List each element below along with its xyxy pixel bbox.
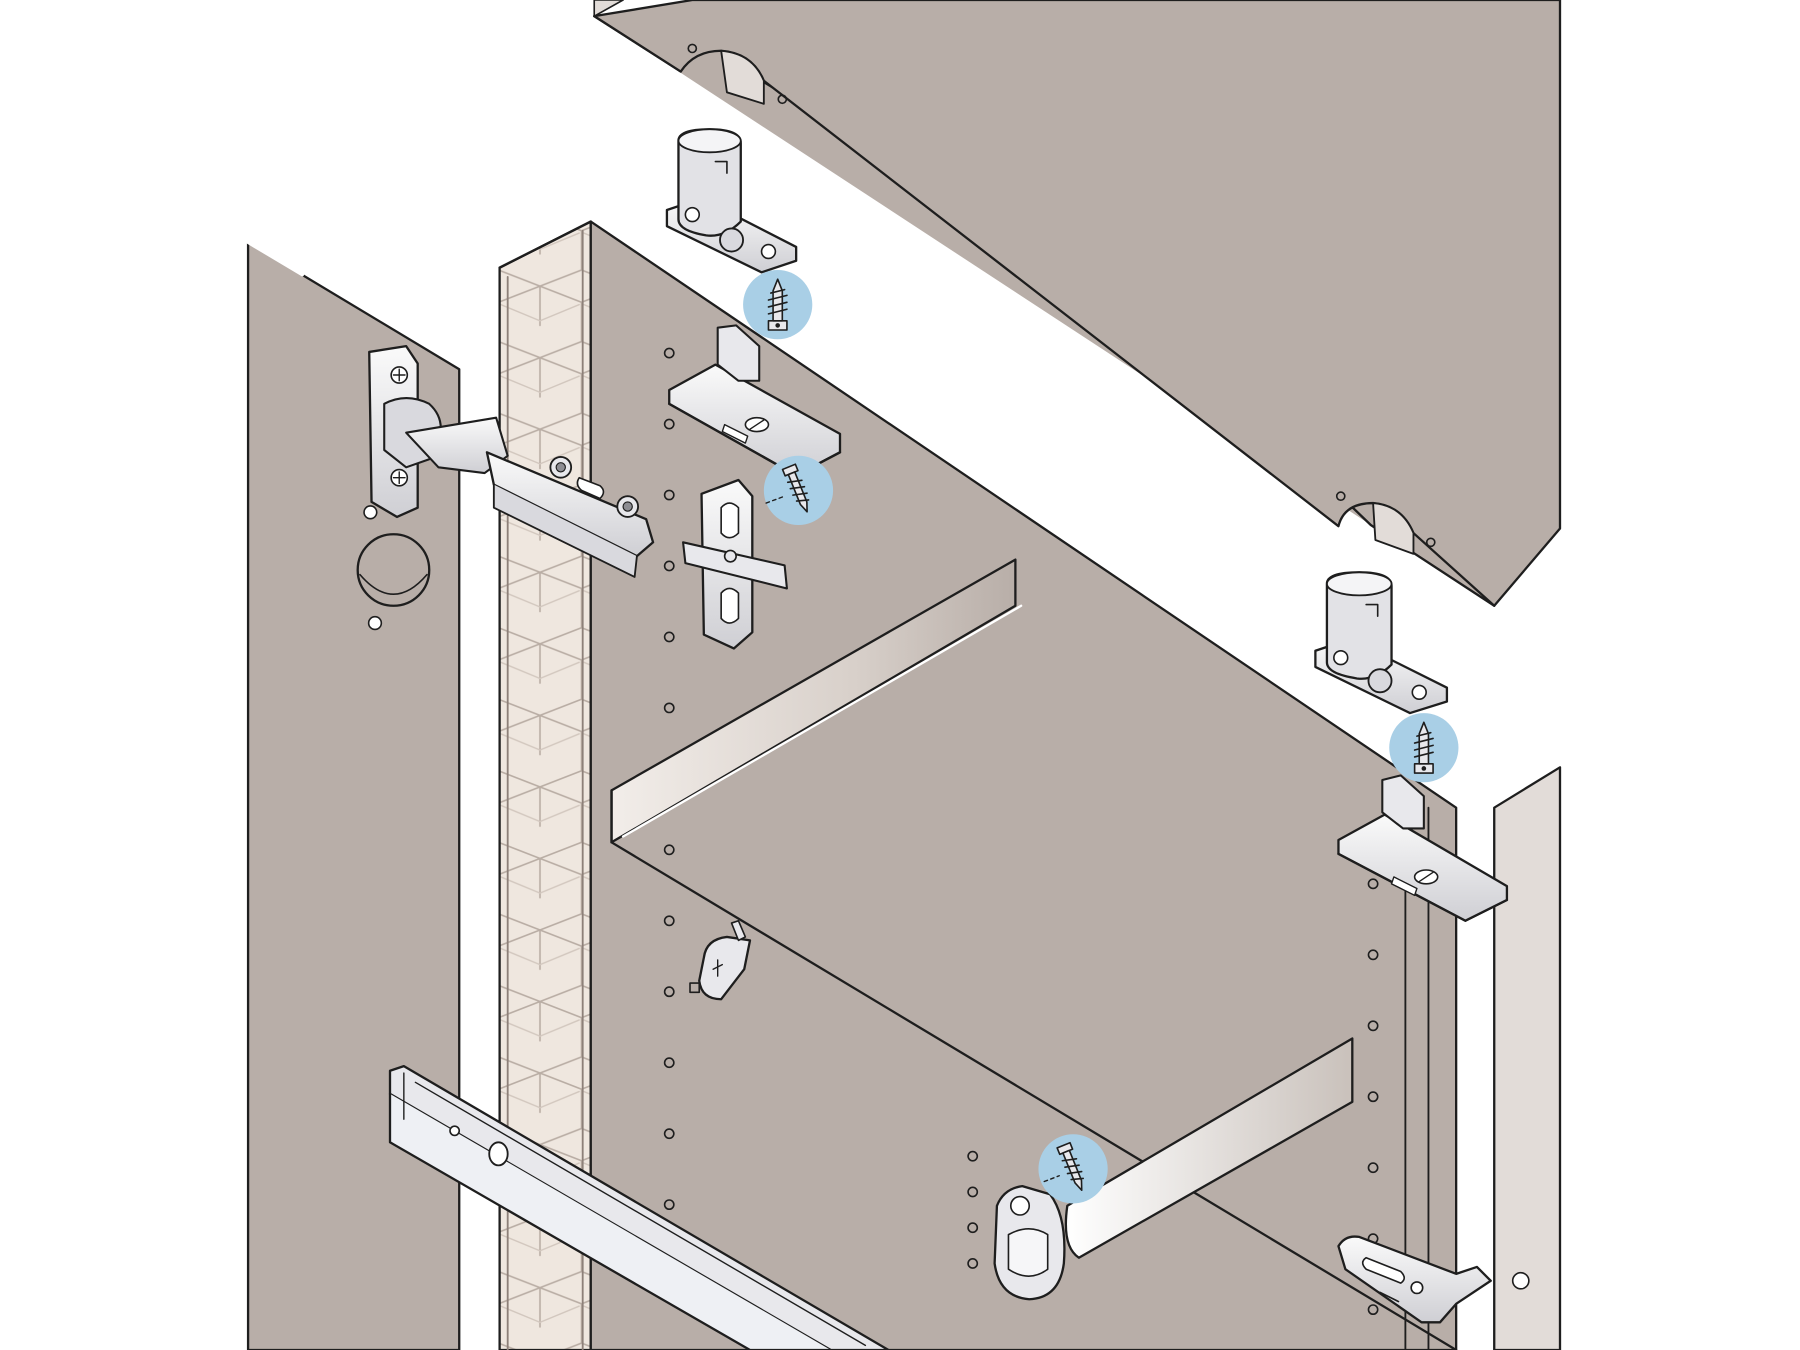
clothes-rail-bracket — [993, 1184, 1066, 1301]
system-hole — [663, 418, 675, 430]
hanging-rail — [1064, 1037, 1354, 1259]
system-hole — [663, 702, 675, 714]
system-hole — [663, 986, 675, 998]
cam-connector-block — [665, 128, 798, 274]
system-hole — [1367, 1304, 1379, 1316]
system-hole — [663, 631, 675, 643]
drawer-runner — [388, 1065, 890, 1350]
system-hole — [663, 1057, 675, 1069]
system-hole — [663, 560, 675, 572]
system-hole — [663, 915, 675, 927]
wood-screw — [763, 454, 834, 526]
cabinet-top-panel — [593, 0, 1562, 607]
system-hole — [663, 1199, 675, 1211]
system-hole — [663, 844, 675, 856]
wall-fixing-bracket — [1337, 1235, 1492, 1324]
system-hole — [967, 1186, 979, 1198]
concealed-hinge — [368, 345, 655, 578]
right-panel — [1493, 766, 1562, 1350]
system-hole — [663, 489, 675, 501]
wood-screw — [1388, 712, 1460, 784]
hinge-mounting-plate — [682, 478, 788, 650]
wood-screw — [742, 269, 814, 341]
system-hole — [1367, 1020, 1379, 1032]
system-hole — [967, 1150, 979, 1162]
connector-base-plate — [1337, 774, 1509, 922]
system-hole — [1367, 1091, 1379, 1103]
shelf — [610, 558, 1458, 1350]
system-hole — [663, 347, 675, 359]
wood-screw — [1037, 1133, 1109, 1205]
shelf-support-pin — [689, 919, 752, 1001]
system-hole — [1367, 949, 1379, 961]
system-hole — [967, 1258, 979, 1269]
system-hole — [1367, 878, 1379, 890]
system-hole — [1367, 1162, 1379, 1174]
system-hole — [663, 1128, 675, 1140]
system-hole — [967, 1222, 979, 1234]
cam-connector-block — [1314, 571, 1449, 715]
